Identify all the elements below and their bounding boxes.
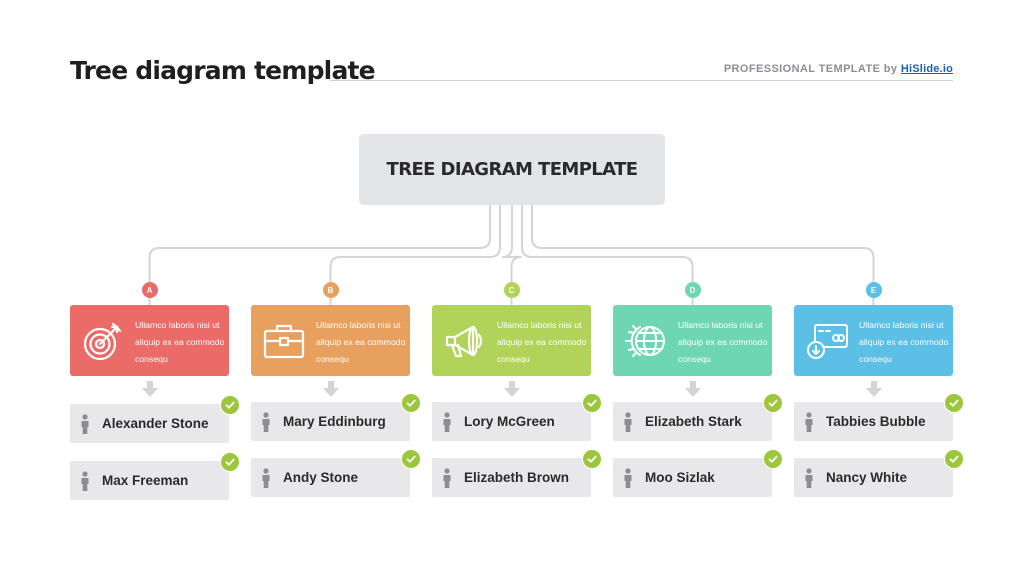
check-icon xyxy=(582,393,602,413)
person-row: Max Freeman xyxy=(70,452,240,500)
arrow-down-icon xyxy=(322,380,340,398)
branch-description: Ullamco laboris nisi ut aliquip ex ea co… xyxy=(678,320,768,364)
globe-gear-icon xyxy=(624,319,668,363)
payment-card-icon xyxy=(805,319,849,363)
briefcase-icon xyxy=(262,319,306,363)
check-icon xyxy=(582,449,602,469)
person-icon xyxy=(80,471,90,491)
person-icon xyxy=(261,412,271,432)
person-row: Elizabeth Stark xyxy=(613,393,783,441)
person-icon xyxy=(80,414,90,434)
person-row: Nancy White xyxy=(794,449,964,497)
connector-d xyxy=(521,205,694,282)
person-icon xyxy=(623,412,633,432)
person-icon xyxy=(623,468,633,488)
person-name: Elizabeth Stark xyxy=(645,414,742,429)
person-row: Tabbies Bubble xyxy=(794,393,964,441)
check-icon xyxy=(220,452,240,472)
arrow-down-icon xyxy=(865,380,883,398)
branch-badge-b: B xyxy=(322,282,339,298)
person-icon xyxy=(261,468,271,488)
connector-a xyxy=(148,205,491,282)
check-icon xyxy=(944,449,964,469)
header-divider xyxy=(330,80,953,81)
arrow-down-icon xyxy=(141,380,159,398)
branch-description: Ullamco laboris nisi ut aliquip ex ea co… xyxy=(135,320,225,364)
check-icon xyxy=(944,393,964,413)
connector-e xyxy=(531,205,875,282)
person-name: Nancy White xyxy=(826,470,908,485)
brand-prefix: PROFESSIONAL TEMPLATE by xyxy=(723,63,901,75)
arrow-down-icon xyxy=(503,380,521,398)
connector-b xyxy=(329,205,501,282)
root-title: TREE DIAGRAM TEMPLATE xyxy=(386,159,639,180)
person-icon xyxy=(804,412,814,432)
check-icon xyxy=(401,449,421,469)
page-title: Tree diagram template xyxy=(70,56,376,85)
person-row: Alexander Stone xyxy=(70,395,240,443)
brand-credit: PROFESSIONAL TEMPLATE by HiSlide.io xyxy=(724,63,953,75)
person-name: Tabbies Bubble xyxy=(826,414,926,429)
brand-link[interactable]: HiSlide.io xyxy=(900,63,953,75)
branch-description: Ullamco laboris nisi ut aliquip ex ea co… xyxy=(497,320,587,364)
person-name: Mary Eddinburg xyxy=(283,414,386,429)
megaphone-icon xyxy=(443,319,487,363)
person-name: Andy Stone xyxy=(283,470,359,485)
person-name: Alexander Stone xyxy=(102,416,209,431)
branch-card-a: Ullamco laboris nisi ut aliquip ex ea co… xyxy=(70,305,229,376)
branch-badge-a: A xyxy=(141,282,158,298)
check-icon xyxy=(763,449,783,469)
person-name: Moo Sizlak xyxy=(645,470,715,485)
branch-badge-e: E xyxy=(865,282,882,298)
person-icon xyxy=(442,412,452,432)
check-icon xyxy=(763,393,783,413)
person-row: Moo Sizlak xyxy=(613,449,783,497)
root-node: TREE DIAGRAM TEMPLATE xyxy=(359,134,665,205)
person-icon xyxy=(442,468,452,488)
branch-card-c: Ullamco laboris nisi ut aliquip ex ea co… xyxy=(432,305,591,376)
check-icon xyxy=(401,393,421,413)
branch-badge-d: D xyxy=(684,282,701,298)
branch-card-e: Ullamco laboris nisi ut aliquip ex ea co… xyxy=(794,305,953,376)
person-name: Max Freeman xyxy=(102,473,189,488)
branch-card-b: Ullamco laboris nisi ut aliquip ex ea co… xyxy=(251,305,410,376)
target-icon xyxy=(81,319,125,363)
arrow-down-icon xyxy=(684,380,702,398)
person-row: Lory McGreen xyxy=(432,393,602,441)
person-name: Lory McGreen xyxy=(464,414,555,429)
branch-description: Ullamco laboris nisi ut aliquip ex ea co… xyxy=(859,320,949,364)
check-icon xyxy=(220,395,240,415)
person-icon xyxy=(804,468,814,488)
branch-card-d: Ullamco laboris nisi ut aliquip ex ea co… xyxy=(613,305,772,376)
person-row: Mary Eddinburg xyxy=(251,393,421,441)
branch-badge-c: C xyxy=(503,282,520,298)
person-row: Andy Stone xyxy=(251,449,421,497)
branch-description: Ullamco laboris nisi ut aliquip ex ea co… xyxy=(316,320,406,364)
person-row: Elizabeth Brown xyxy=(432,449,602,497)
connector-c xyxy=(501,205,522,282)
person-name: Elizabeth Brown xyxy=(464,470,570,485)
